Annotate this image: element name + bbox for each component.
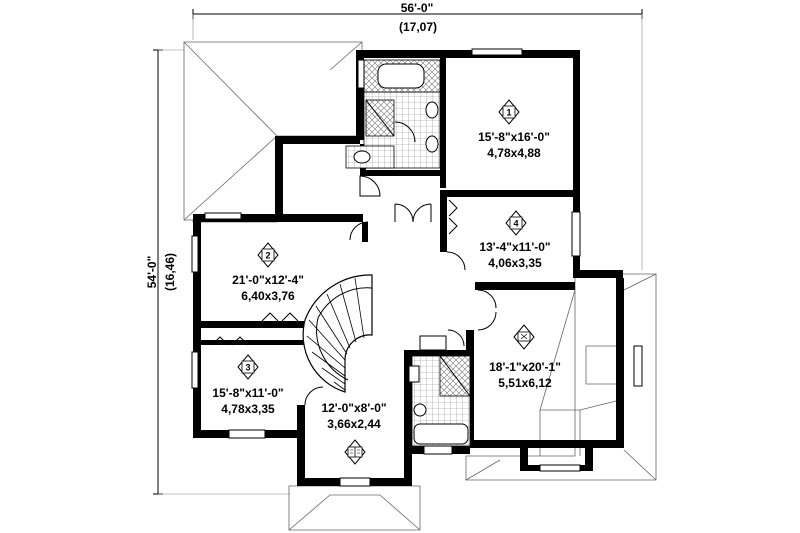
sink-icon [408,365,420,383]
secondary-bathroom [408,335,471,447]
study-book-icon [344,439,366,465]
room-2-imperial: 21'-0"x12'-4" [232,273,304,287]
doors [211,175,497,406]
svg-text:2: 2 [265,251,270,261]
room-badge-4: 4 [505,210,527,236]
room-badge-1: 1 [498,99,520,125]
room-2-label: 21'-0"x12'-4" 6,40x3,76 [232,273,304,303]
depth-imperial-label: 54'-0" [145,256,159,289]
width-metric-label: (17,07) [399,20,437,34]
spiral-staircase [302,274,373,393]
room-4-imperial: 13'-4"x11'-0" [479,240,550,254]
sink-icon [425,135,439,153]
family-room-label: 18'-1"x20'-1" 5,51x6,12 [489,360,561,390]
room-1-imperial: 15'-8"x16'-0" [478,130,550,144]
toilet-icon [413,403,427,417]
room-badge-2: 2 [257,242,279,268]
master-bathroom [345,59,441,169]
family-room-imperial: 18'-1"x20'-1" [489,360,561,374]
room-4-label: 13'-4"x11'-0" 4,06x3,35 [479,240,550,270]
width-imperial-label: 56'-0" [401,1,434,15]
room-2-metric: 6,40x3,76 [241,289,295,303]
windows [191,48,643,487]
svg-text:3: 3 [245,363,250,373]
roof-outline-right [465,273,657,481]
bathtub-icon [377,63,425,89]
dimension-left: 54'-0" (16,46) [145,49,290,495]
family-room-metric: 5,51x6,12 [498,376,552,390]
study-label: 12'-0"x8'-0" 3,66x2,44 [321,401,386,431]
toilet-icon [353,150,371,164]
room-3-label: 15'-8"x11'-0" 4,78x3,35 [212,386,283,416]
room-1-label: 15'-8"x16'-0" 4,78x4,88 [478,130,550,160]
bathtub-icon [413,423,469,445]
room-badge-3: 3 [237,354,259,380]
family-room-tv-icon [513,324,535,350]
study-imperial: 12'-0"x8'-0" [321,401,386,415]
sink-icon [425,101,439,119]
study-metric: 3,66x2,44 [327,417,381,431]
roof-outline-porch [288,485,421,531]
roof-outline-left [183,41,363,223]
room-3-metric: 4,78x3,35 [221,402,275,416]
room-4-metric: 4,06x3,35 [488,256,542,270]
svg-text:1: 1 [506,108,511,118]
depth-metric-label: (16,46) [163,253,177,291]
svg-text:4: 4 [513,219,518,229]
room-1-metric: 4,78x4,88 [487,146,541,160]
dimension-top: 56'-0" (17,07) [192,1,643,270]
room-3-imperial: 15'-8"x11'-0" [212,386,283,400]
